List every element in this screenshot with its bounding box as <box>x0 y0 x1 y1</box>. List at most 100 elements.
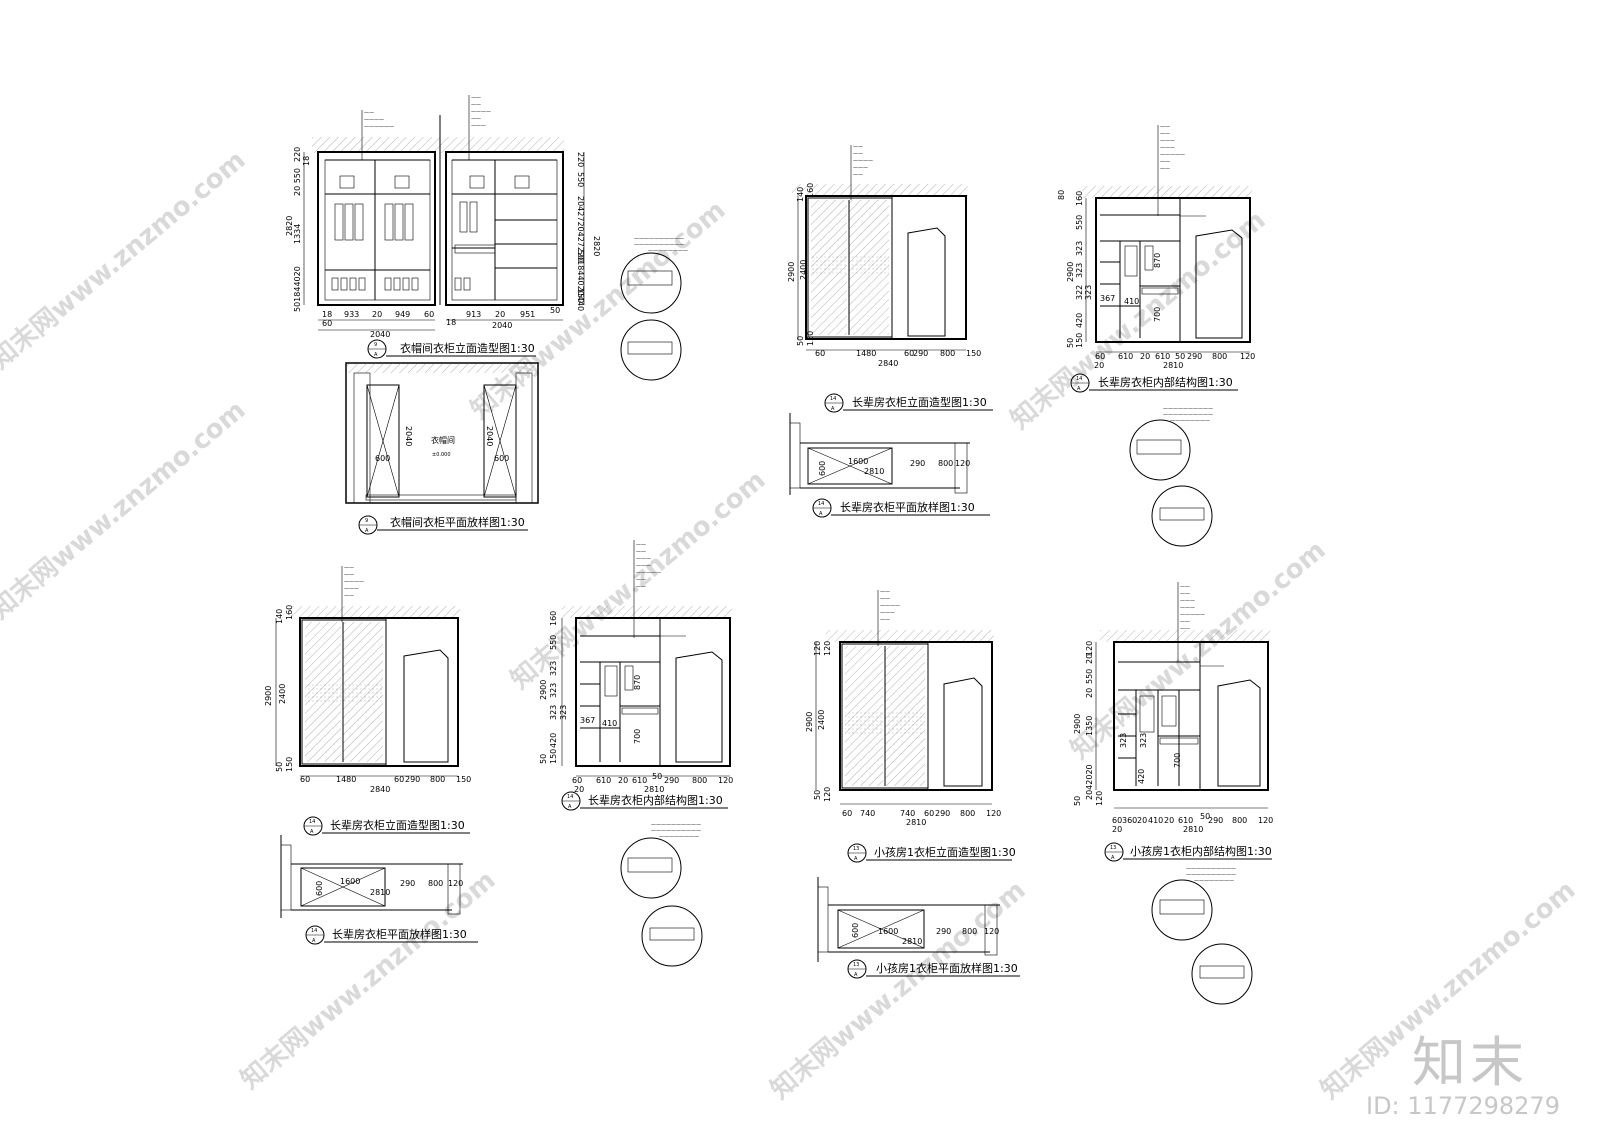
svg-text:60: 60 <box>904 349 914 358</box>
svg-text:550: 550 <box>576 172 585 187</box>
svg-text:———: ——— <box>1180 598 1195 604</box>
svg-text:290: 290 <box>1208 816 1223 825</box>
svg-text:322: 322 <box>1075 285 1084 300</box>
svg-text:501844020440: 501844020440 <box>576 250 585 311</box>
svg-text:800: 800 <box>692 776 707 785</box>
title-14a-elevation: 长辈房衣柜立面造型图1:30 <box>852 395 987 409</box>
svg-text:20: 20 <box>1094 361 1104 370</box>
svg-text:870: 870 <box>633 675 642 690</box>
svg-text:550: 550 <box>1075 215 1084 230</box>
svg-text:50: 50 <box>813 790 822 800</box>
watermark-3: 知末网www.znzmo.com <box>1005 205 1271 435</box>
svg-text:A: A <box>1077 386 1081 392</box>
svg-text:150: 150 <box>576 288 585 303</box>
svg-text:9: 9 <box>374 342 377 348</box>
title-14a-plan: 长辈房衣柜平面放样图1:30 <box>840 500 975 514</box>
svg-text:20: 20 <box>618 776 628 785</box>
svg-text:——: —— <box>636 577 646 583</box>
svg-text:——: —— <box>471 116 481 122</box>
svg-text:———: ——— <box>880 610 895 616</box>
svg-text:410: 410 <box>1124 297 1139 306</box>
svg-text:700: 700 <box>633 729 642 744</box>
svg-text:1480: 1480 <box>336 775 356 784</box>
svg-text:2810: 2810 <box>644 785 664 794</box>
svg-text:367: 367 <box>1100 294 1115 303</box>
elevation-14a: ————————————— 60 1480 60 290 800 150 284… <box>787 144 993 413</box>
svg-text:20: 20 <box>1164 816 1174 825</box>
svg-text:420: 420 <box>1075 313 1084 328</box>
svg-text:323: 323 <box>1084 285 1093 300</box>
svg-text:800: 800 <box>1232 816 1247 825</box>
svg-text:120: 120 <box>718 776 733 785</box>
svg-text:14: 14 <box>830 396 836 402</box>
svg-text:740: 740 <box>900 809 915 818</box>
svg-text:A: A <box>831 406 835 412</box>
svg-text:50: 50 <box>652 772 662 781</box>
svg-text:800: 800 <box>1212 352 1227 361</box>
svg-text:220: 220 <box>576 152 585 167</box>
svg-text:1600: 1600 <box>848 457 868 466</box>
svg-text:2900: 2900 <box>539 680 548 700</box>
svg-text:1334: 1334 <box>293 224 302 244</box>
svg-text:————: ———— <box>880 603 900 609</box>
svg-text:——: —— <box>880 589 890 595</box>
svg-text:60: 60 <box>1095 352 1105 361</box>
svg-text:60: 60 <box>1112 816 1122 825</box>
svg-text:14: 14 <box>1076 376 1082 382</box>
svg-text:323: 323 <box>1075 263 1084 278</box>
svg-text:323: 323 <box>549 705 558 720</box>
svg-text:870: 870 <box>1153 253 1162 268</box>
svg-text:160: 160 <box>549 611 558 626</box>
svg-text:160: 160 <box>1075 191 1084 206</box>
dims-bottom: 18 933 20 949 60 913 20 951 50 18 60 204… <box>322 306 560 339</box>
svg-text:————————: ———————— <box>1194 878 1234 884</box>
plan-14b: 1600 600 2810 290 800 120 14 A 长辈房衣柜平面放样… <box>280 835 478 945</box>
svg-text:2900: 2900 <box>787 262 796 282</box>
svg-text:20: 20 <box>1140 352 1150 361</box>
svg-text:60: 60 <box>394 775 404 784</box>
svg-text:220: 220 <box>293 147 302 162</box>
svg-text:———: ——— <box>1160 138 1175 144</box>
svg-text:600: 600 <box>851 923 860 938</box>
svg-text:550: 550 <box>549 635 558 650</box>
svg-text:610: 610 <box>1178 816 1193 825</box>
svg-text:600: 600 <box>315 881 324 896</box>
svg-text:——: —— <box>471 95 481 101</box>
svg-text:949: 949 <box>395 310 410 319</box>
svg-text:323: 323 <box>559 705 568 720</box>
svg-text:50: 50 <box>550 306 560 315</box>
watermark-4: 知末网www.znzmo.com <box>0 395 251 625</box>
interior-13: ——————————————————— 323 323 420 700 60 3… <box>1073 582 1273 862</box>
svg-text:———: ——— <box>636 556 651 562</box>
svg-text:20 550: 20 550 <box>293 168 302 196</box>
svg-text:——: —— <box>1180 619 1190 625</box>
svg-text:913: 913 <box>466 310 481 319</box>
svg-text:A: A <box>819 511 823 517</box>
svg-text:290: 290 <box>1187 352 1202 361</box>
svg-text:——————————: —————————— <box>1163 406 1213 412</box>
svg-text:2400: 2400 <box>799 260 808 280</box>
title-9-plan: 衣帽间衣柜平面放样图1:30 <box>390 515 525 529</box>
svg-text:A: A <box>854 856 858 862</box>
svg-text:2810: 2810 <box>1163 361 1183 370</box>
svg-text:2810: 2810 <box>902 937 922 946</box>
svg-text:————: ———— <box>471 109 491 115</box>
svg-text:410: 410 <box>1148 816 1163 825</box>
svg-text:————————: ———————— <box>648 248 688 254</box>
svg-text:150: 150 <box>549 749 558 764</box>
svg-text:600: 600 <box>818 461 827 476</box>
svg-text:——: —— <box>344 565 354 571</box>
watermark-6: 知末网www.znzmo.com <box>1065 535 1331 765</box>
svg-text:——: —— <box>1160 166 1170 172</box>
title-13-interior: 小孩房1衣柜内部结构图1:30 <box>1130 844 1272 858</box>
svg-text:420: 420 <box>1137 769 1146 784</box>
svg-text:——: —— <box>636 584 646 590</box>
svg-text:18: 18 <box>302 156 311 166</box>
svg-text:9: 9 <box>365 518 368 524</box>
watermark-1: 知末网www.znzmo.com <box>0 145 251 375</box>
svg-text:323: 323 <box>1119 733 1128 748</box>
svg-text:50: 50 <box>1200 812 1210 821</box>
svg-text:A: A <box>365 528 369 534</box>
svg-text:150: 150 <box>285 757 294 772</box>
